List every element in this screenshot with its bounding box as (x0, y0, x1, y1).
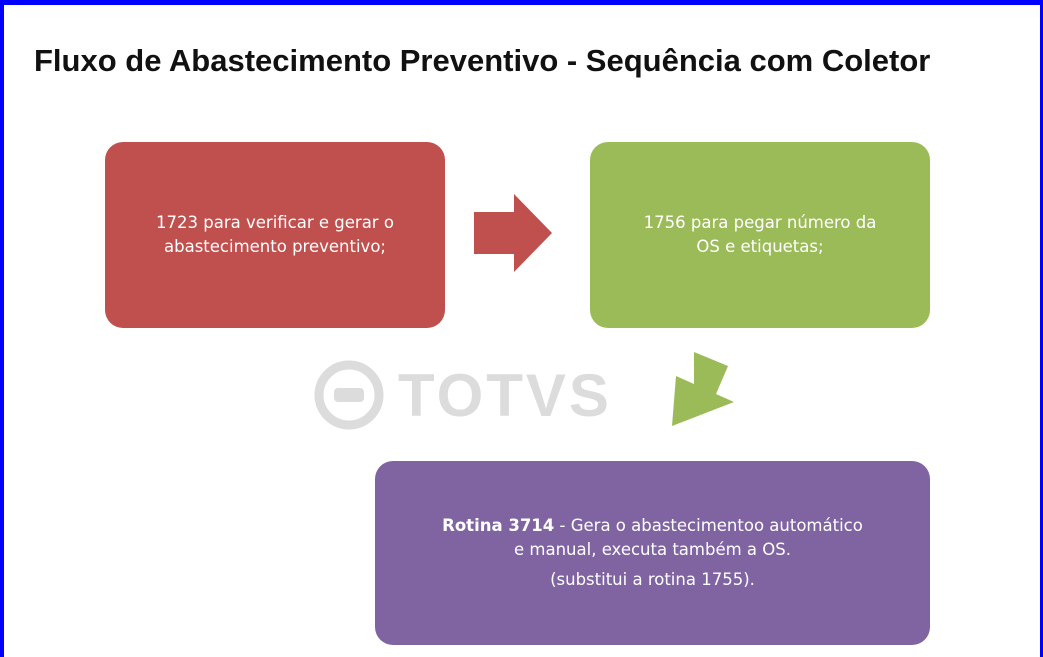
step-2-line-2: OS e etiquetas; (696, 237, 824, 256)
step-3-bold-label: Rotina 3714 (442, 516, 555, 536)
step-box-1756: 1756 para pegar número da OS e etiquetas… (590, 142, 930, 328)
down-left-arrow-icon (672, 352, 734, 426)
step-2-line-1: 1756 para pegar número da (643, 213, 877, 233)
step-3-line-2: e manual, executa também a OS. (514, 540, 791, 560)
totvs-logo-icon (314, 360, 384, 430)
step-3-line-1-text: - Gera o abastecimentoo automático (554, 516, 863, 536)
right-arrow-icon (474, 194, 552, 272)
diagram-title: Fluxo de Abastecimento Preventivo - Sequ… (34, 43, 931, 78)
step-1-line-2: abastecimento preventivo; (164, 237, 386, 256)
step-box-1723: 1723 para verificar e gerar o abastecime… (105, 142, 445, 328)
step-box-rotina-3714: Rotina 3714 - Gera o abastecimentoo auto… (375, 461, 930, 645)
totvs-watermark: TOTVS (314, 360, 612, 430)
step-3-note: (substitui a rotina 1755). (550, 569, 755, 589)
watermark-text: TOTVS (398, 361, 612, 429)
step-3-line-1: Rotina 3714 - Gera o abastecimentoo auto… (442, 514, 863, 538)
step-1-line-1: 1723 para verificar e gerar o (156, 213, 394, 233)
